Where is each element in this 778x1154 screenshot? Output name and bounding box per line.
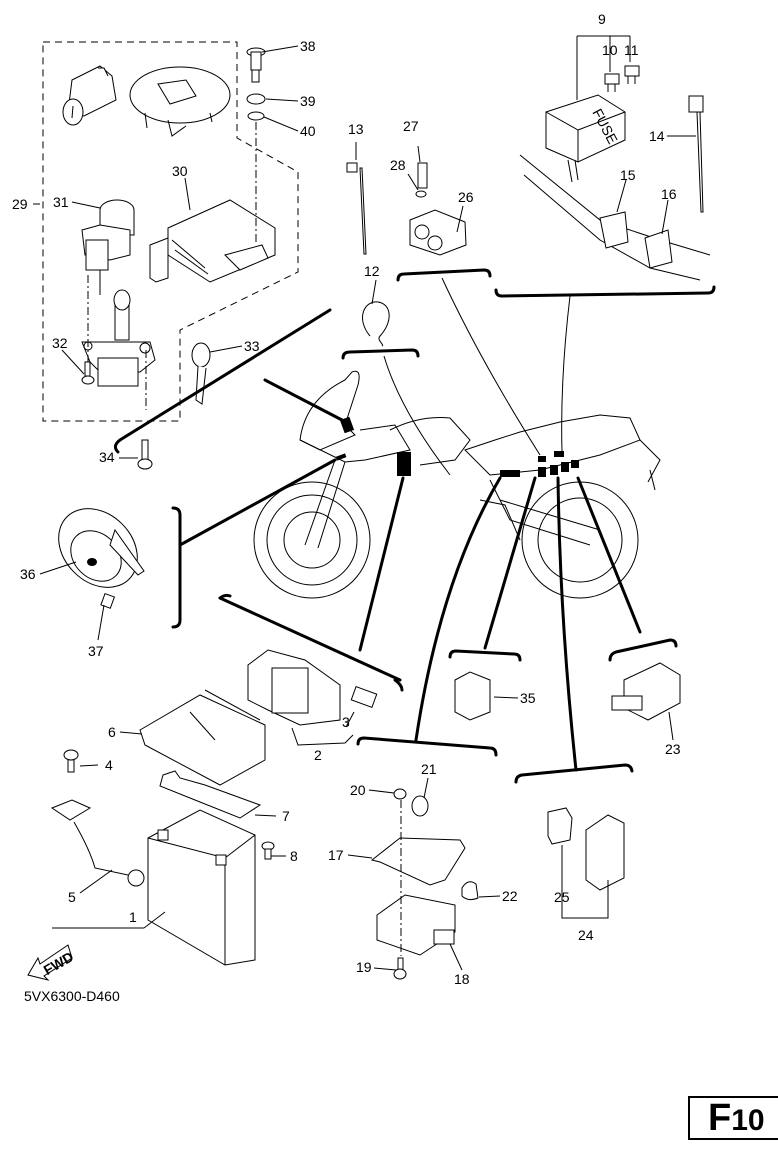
callout-34: 34 [99,449,115,465]
starter-relay-group [247,649,378,746]
callout-18: 18 [454,971,470,987]
lock-set-group [42,41,299,470]
callout-39: 39 [300,93,316,109]
callout-27: 27 [403,118,419,134]
negative-lead-part [50,749,145,887]
nut-20-part [393,788,407,800]
battery-part [147,809,256,966]
damper-21-part [411,795,429,817]
location-leaders [113,277,678,784]
callout-24: 24 [578,927,594,943]
callout-30: 30 [172,163,188,179]
relay-unit-part [623,662,681,721]
callout-11: 11 [624,42,639,58]
wire-clip-12-part [362,301,390,347]
callout-12: 12 [364,263,380,279]
callout-labels: 1 2 3 4 5 6 7 8 9 10 11 12 13 14 15 16 1… [12,11,696,987]
callout-29: 29 [12,196,28,212]
diagram-code: 5VX6300-D460 [24,988,120,1004]
callout-9: 9 [598,11,606,27]
callout-17: 17 [328,847,344,863]
key-part [191,342,211,405]
callout-25: 25 [554,889,570,905]
callout-8: 8 [290,848,298,864]
callout-33: 33 [244,338,260,354]
callout-28: 28 [390,157,406,173]
callout-32: 32 [52,335,68,351]
fuel-cap-part [129,66,231,137]
callout-35: 35 [520,690,536,706]
callout-15: 15 [620,167,636,183]
fwd-arrow-icon: FWD [27,944,76,981]
flasher-relay-part [454,671,491,721]
page-code-box: F10 [688,1096,778,1140]
bolt-34-part [137,439,153,470]
callout-19: 19 [356,959,372,975]
callout-5: 5 [68,889,76,905]
bolt-8-part [261,841,275,860]
cable-tie-13-part [346,162,367,255]
damper-39-part [246,93,266,105]
callout-26: 26 [458,189,474,205]
callout-40: 40 [300,123,316,139]
bracket-part [370,837,466,886]
callout-2: 2 [314,747,322,763]
control-unit-group [370,788,479,980]
relay-24-part [585,814,625,891]
bolt-38-part [246,47,266,83]
callout-38: 38 [300,38,316,54]
page-code-number: 10 [731,1104,765,1137]
igniter-unit-part [149,199,276,283]
callout-7: 7 [282,808,290,824]
callout-6: 6 [108,724,116,740]
relay-25-part [547,807,573,845]
callout-10: 10 [602,42,618,58]
callout-16: 16 [661,186,677,202]
motorcycle-outline [253,370,661,599]
main-switch-part [81,199,156,410]
bolt-32-part [81,361,95,385]
callout-3: 3 [342,714,350,730]
callout-21: 21 [421,761,437,777]
battery-cover-plate-part [159,770,262,819]
callout-31: 31 [53,194,69,210]
rectifier-group [396,162,492,282]
callout-14: 14 [649,128,665,144]
callout-4: 4 [105,757,113,773]
page-code-letter: F [708,1097,732,1139]
callout-37: 37 [88,643,104,659]
callout-1: 1 [129,909,137,925]
seat-lock-part [62,65,117,126]
battery-box-cover-part [139,694,266,786]
collar-40-part [247,111,265,121]
clip-22-part [461,881,479,901]
callout-20: 20 [350,782,366,798]
callout-13: 13 [348,121,364,137]
horn-group [58,506,182,629]
control-unit-part [376,894,456,956]
callout-23: 23 [665,741,681,757]
fuse-box-group: FUSE [494,65,716,298]
callout-22: 22 [502,888,518,904]
callout-36: 36 [20,566,36,582]
